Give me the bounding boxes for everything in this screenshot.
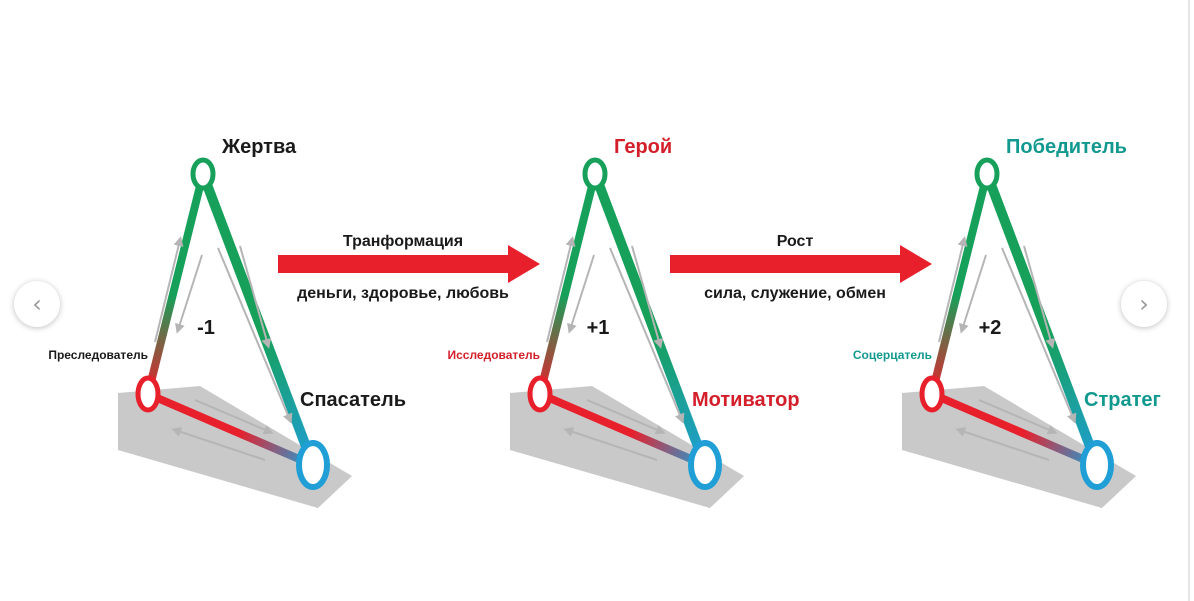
transition-1: Транформация деньги, здоровье, любовь: [278, 233, 540, 302]
node-top: [190, 157, 216, 191]
flow-arrow-right-outer: [1001, 247, 1077, 424]
red-arrow: [670, 245, 932, 283]
score-value: +1: [587, 317, 610, 339]
divider: [1188, 0, 1190, 601]
flow-arrow-down-left: [175, 254, 203, 334]
transition-subtitle: деньги, здоровье, любовь: [297, 285, 509, 302]
node-right: [296, 440, 330, 490]
transition-subtitle: сила, служение, обмен: [704, 285, 886, 302]
label-left: Исследователь: [447, 348, 540, 362]
node-right: [688, 440, 722, 490]
score-value: +2: [979, 317, 1002, 339]
flow-arrow-right-inner: [631, 245, 664, 349]
edge-left: [928, 170, 991, 398]
node-top: [974, 157, 1000, 191]
flow-arrow-right-outer: [217, 247, 293, 424]
label-left: Соцерцатель: [853, 348, 932, 362]
node-top: [582, 157, 608, 191]
edge-right: [590, 169, 710, 470]
flow-arrow-bottom-lower: [171, 427, 266, 461]
label-top: Жертва: [221, 136, 297, 158]
score-value: -1: [197, 317, 215, 339]
carousel-next-button[interactable]: ›: [1121, 281, 1167, 327]
node-left: [135, 375, 161, 413]
node-left: [919, 375, 945, 413]
flow-arrow-bottom-lower: [563, 427, 658, 461]
edge-right: [198, 169, 318, 470]
flow-arrow-bottom-upper: [586, 399, 666, 435]
flow-arrow-right-inner: [1023, 245, 1056, 349]
flow-arrow-bottom-upper: [978, 399, 1058, 435]
flow-arrow-bottom-lower: [955, 427, 1050, 461]
chevron-left-icon: ‹: [32, 290, 42, 318]
red-arrow: [278, 245, 540, 283]
label-top: Герой: [614, 136, 672, 158]
carousel-prev-button[interactable]: ‹: [14, 281, 60, 327]
flow-arrow-down-left: [567, 254, 595, 334]
edge-left: [536, 170, 599, 398]
base-plate: [902, 386, 1136, 508]
label-right: Стратег: [1084, 389, 1161, 411]
node-right: [1080, 440, 1114, 490]
base-plate: [510, 386, 744, 508]
transition-title: Транформация: [343, 233, 463, 250]
flow-arrow-up-left: [938, 236, 968, 343]
flow-arrow-up-left: [546, 236, 576, 343]
flow-arrow-down-left: [959, 254, 987, 334]
flow-arrow-bottom-upper: [194, 399, 274, 435]
label-right: Спасатель: [300, 389, 406, 411]
node-left: [527, 375, 553, 413]
label-top: Победитель: [1006, 136, 1127, 158]
edge-left: [144, 170, 207, 398]
edge-bottom: [536, 390, 709, 469]
edge-bottom: [928, 390, 1101, 469]
label-right: Мотиватор: [692, 389, 800, 411]
edge-right: [982, 169, 1102, 470]
flow-arrow-right-outer: [609, 247, 685, 424]
transition-2: Рост сила, служение, обмен: [670, 233, 932, 302]
label-left: Преследователь: [48, 348, 148, 362]
flow-arrow-right-inner: [239, 245, 272, 349]
transition-title: Рост: [777, 233, 814, 250]
edge-bottom: [144, 390, 317, 469]
flow-arrow-up-left: [154, 236, 184, 343]
base-plate: [118, 386, 352, 508]
chevron-right-icon: ›: [1139, 290, 1149, 318]
